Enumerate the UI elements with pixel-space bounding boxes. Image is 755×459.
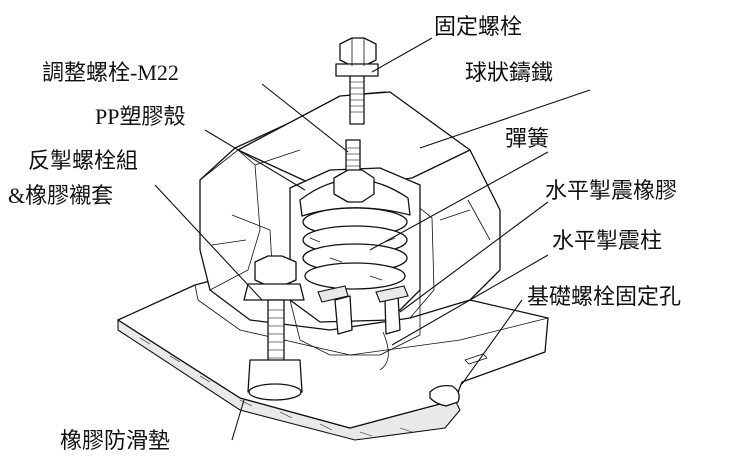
label-anti-lift-bolt: 反掣螺栓組 xyxy=(28,149,138,174)
foundation-bolt-hole xyxy=(429,353,488,407)
cutaway-interior xyxy=(289,167,421,371)
label-adjusting-bolt: 調整螺栓-M22 xyxy=(42,60,179,85)
label-horizontal-rubber: 水平掣震橡膠 xyxy=(545,179,677,204)
anti-lift-bolt-assembly xyxy=(243,255,305,401)
fixing-bolt xyxy=(335,37,379,125)
label-rubber-bushing: &橡膠襯套 xyxy=(8,183,113,208)
adjusting-bolt xyxy=(333,139,375,203)
label-pp-shell: PP塑膠殼 xyxy=(95,104,185,129)
label-spring: 彈簧 xyxy=(505,127,549,152)
label-horizontal-post: 水平掣震柱 xyxy=(552,229,662,254)
label-ductile-iron: 球狀鑄鐵 xyxy=(465,61,553,86)
horizontal-snubber-post xyxy=(317,285,409,335)
spring-coils xyxy=(302,207,408,290)
label-anti-slip-pad: 橡膠防滑墊 xyxy=(60,429,170,454)
leader-lines xyxy=(154,37,591,441)
label-fixing-bolt: 固定螺栓 xyxy=(434,15,522,40)
label-foundation-hole: 基礎螺栓固定孔 xyxy=(527,285,681,310)
